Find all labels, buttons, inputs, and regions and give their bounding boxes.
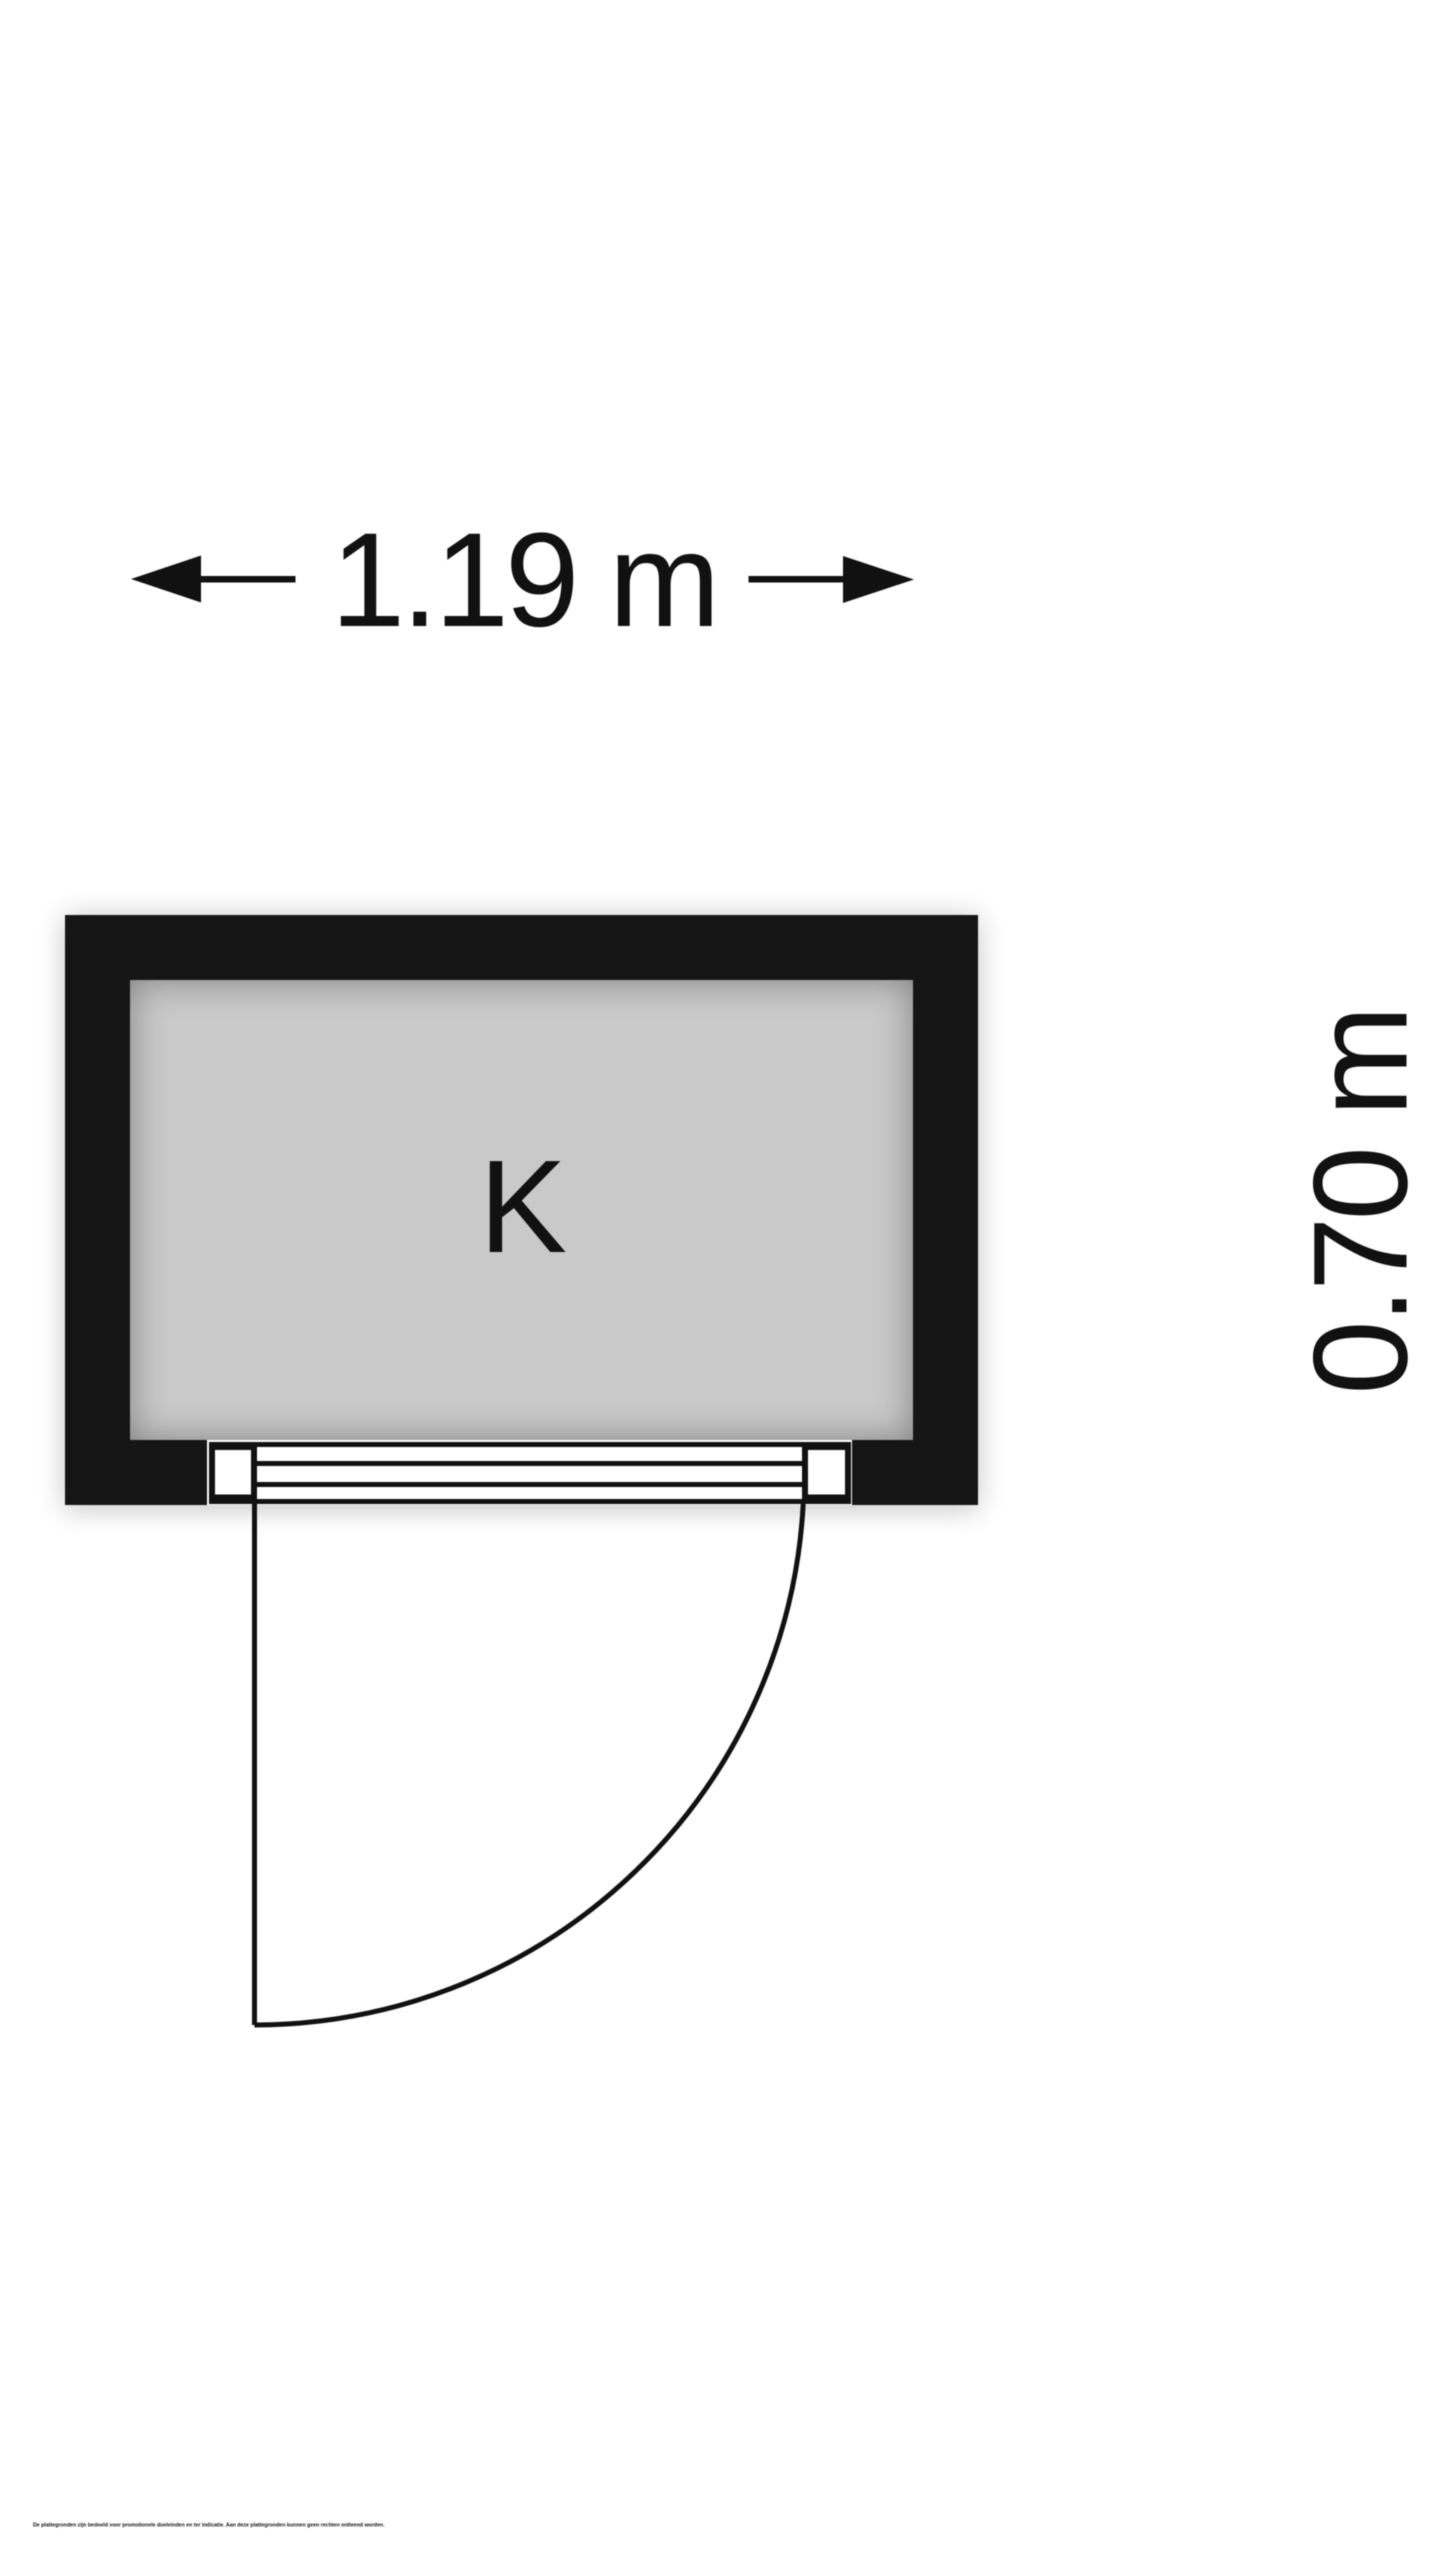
svg-text:0.70 m: 0.70 m — [1287, 1009, 1436, 1395]
svg-text:1.19 m: 1.19 m — [331, 506, 717, 655]
svg-text:K: K — [479, 1133, 567, 1280]
svg-text:De plattegronden zijn bedoeld: De plattegronden zijn bedoeld voor promo… — [33, 2523, 385, 2529]
